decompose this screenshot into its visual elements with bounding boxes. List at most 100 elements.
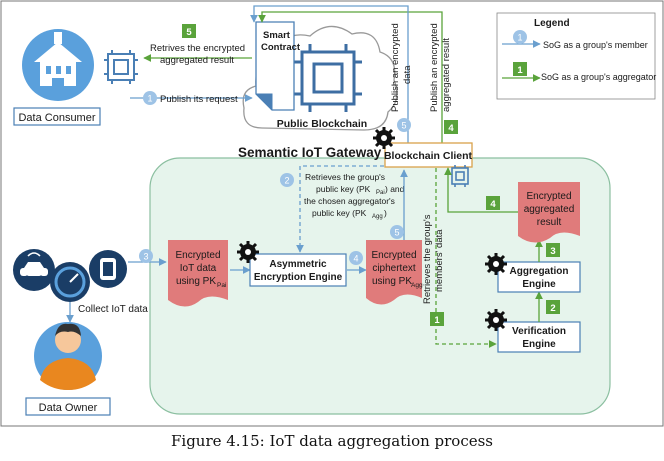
green-badge-3	[546, 243, 560, 257]
blockchain-client-label: Blockchain Client	[384, 150, 473, 162]
svg-text:5: 5	[186, 27, 192, 38]
gear-icon	[485, 253, 507, 275]
blue-badge-3	[139, 249, 153, 263]
legend: Legend 1 SoG as a group's member 1 SoG a…	[496, 12, 656, 100]
gateway-title: Semantic IoT Gateway	[238, 145, 382, 160]
doc-encrypted-result: Encrypted aggregated result	[518, 182, 580, 243]
blue-badge-5-gw	[390, 225, 404, 239]
smart-contract-label-2: Contract	[261, 42, 301, 53]
svg-text:Encrypted: Encrypted	[175, 250, 220, 261]
pk-label-2: public key (PK Pai ) and	[316, 184, 405, 196]
svg-text:Encryption Engine: Encryption Engine	[254, 272, 343, 283]
data-consumer: Data Consumer	[13, 29, 101, 126]
svg-text:public key (PK: public key (PK	[312, 208, 367, 218]
blue-badge-5-top	[397, 118, 411, 132]
green-badge-5	[182, 24, 196, 38]
svg-text:aggregated: aggregated	[524, 204, 575, 215]
public-blockchain: Smart Contract Public Blockchain	[242, 21, 398, 131]
green-badge-1	[430, 312, 444, 326]
consumer-chip-icon	[104, 50, 138, 84]
svg-text:Encrypted: Encrypted	[371, 250, 416, 261]
svg-text:public key (PK: public key (PK	[316, 184, 371, 194]
blockchain-chip-icon	[294, 44, 362, 112]
svg-text:result: result	[537, 217, 562, 228]
legend-green-text: SoG as a group's aggregator	[541, 72, 656, 82]
pk-label-1: Retrieves the group's	[305, 172, 385, 182]
publish-result-label-1: Publish an encrypted	[429, 23, 440, 112]
retrieves-result-label-1: Retrives the encrypted	[150, 43, 245, 54]
retrieves-result-label-2: aggregated result	[160, 55, 234, 66]
blue-dashed-retrieve-keys	[296, 165, 384, 253]
collect-iot-label: Collect IoT data	[78, 304, 148, 315]
smart-contract-doc	[255, 21, 295, 111]
smart-contract-label-1: Smart	[263, 30, 291, 41]
svg-text:Pai: Pai	[217, 282, 226, 289]
asym-encryption-engine: Asymmetric Encryption Engine	[237, 241, 347, 287]
blue-badge-4	[349, 251, 363, 265]
svg-text:) and: ) and	[385, 184, 405, 194]
svg-text:using PK: using PK	[176, 276, 216, 287]
blue-badge-2	[280, 173, 294, 187]
svg-text:4: 4	[448, 123, 454, 134]
svg-text:Engine: Engine	[522, 279, 556, 290]
data-consumer-label: Data Consumer	[18, 112, 95, 124]
verification-engine: Verification Engine	[485, 309, 581, 353]
blue-arrow-publish-data	[250, 5, 409, 152]
data-owner-label: Data Owner	[39, 402, 98, 414]
publish-data-label-1: Publish an encrypted	[390, 23, 401, 112]
publish-request-label: Publish its request	[160, 94, 238, 105]
svg-text:IoT data: IoT data	[180, 263, 217, 274]
svg-text:2: 2	[284, 176, 289, 186]
svg-text:1: 1	[434, 315, 440, 326]
green-badge-2	[546, 300, 560, 314]
svg-text:4: 4	[353, 254, 358, 264]
figure-frame	[0, 0, 664, 427]
svg-text:3: 3	[550, 246, 555, 257]
svg-text:ciphertext: ciphertext	[372, 263, 416, 274]
svg-text:Encrypted: Encrypted	[526, 191, 571, 202]
svg-text:Asymmetric: Asymmetric	[269, 259, 327, 270]
svg-text:5: 5	[394, 228, 399, 238]
aggregation-engine: Aggregation Engine	[485, 253, 581, 293]
gear-icon	[373, 127, 395, 149]
svg-text:Agg: Agg	[411, 282, 423, 289]
svg-text:): )	[384, 208, 387, 218]
public-blockchain-label: Public Blockchain	[277, 118, 367, 130]
blue-badge-1-top	[143, 91, 157, 105]
legend-green-badge	[513, 62, 527, 76]
svg-text:Aggregation: Aggregation	[510, 266, 569, 277]
legend-blue-text: SoG as a group's member	[543, 40, 648, 50]
svg-text:Agg: Agg	[372, 214, 383, 220]
svg-text:using PK: using PK	[372, 276, 412, 287]
figure-caption: Figure 4.15: IoT data aggregation proces…	[170, 432, 494, 450]
svg-text:1: 1	[517, 33, 522, 43]
svg-text:2: 2	[550, 303, 555, 314]
client-chip-icon	[451, 165, 469, 187]
green-arrow-publish-result	[258, 11, 443, 152]
publish-data-label-2: data	[402, 65, 413, 84]
svg-text:Pai: Pai	[376, 190, 385, 196]
pk-label-3: the chosen aggregator's	[304, 196, 395, 206]
green-badge-4-gw	[486, 196, 500, 210]
green-arrow-result-to-client	[444, 167, 518, 213]
svg-text:4: 4	[490, 199, 496, 210]
iot-devices	[13, 249, 127, 302]
legend-title: Legend	[534, 18, 570, 29]
gear-icon	[485, 309, 507, 331]
publish-result-label-2: aggregated result	[441, 38, 452, 112]
svg-text:1: 1	[147, 94, 152, 104]
green-badge-4-top	[444, 120, 458, 134]
retrieves-members-label-2: members' data	[434, 229, 445, 292]
svg-text:Verification: Verification	[512, 326, 566, 337]
svg-text:1: 1	[517, 65, 523, 76]
doc-encrypted-iot: Encrypted IoT data using PK Pai	[168, 240, 228, 307]
pk-label-4: public key (PK Agg )	[312, 208, 387, 220]
blockchain-client: Blockchain Client	[373, 127, 473, 187]
legend-blue-badge	[513, 30, 527, 44]
svg-text:Engine: Engine	[522, 339, 556, 350]
green-dashed-retrieve-members	[435, 168, 497, 348]
gear-icon	[237, 241, 259, 263]
svg-text:5: 5	[401, 121, 406, 131]
